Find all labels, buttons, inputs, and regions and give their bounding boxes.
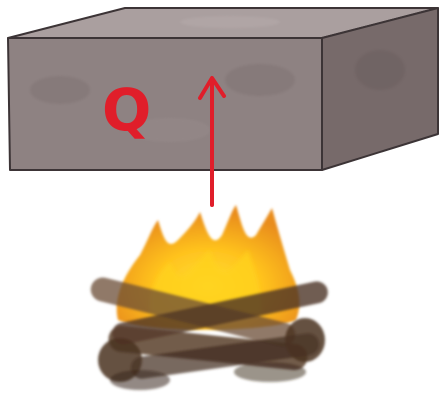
material-block (8, 8, 438, 170)
heat-label: Q (102, 76, 151, 144)
campfire (88, 205, 330, 390)
block-front-face (8, 38, 322, 170)
